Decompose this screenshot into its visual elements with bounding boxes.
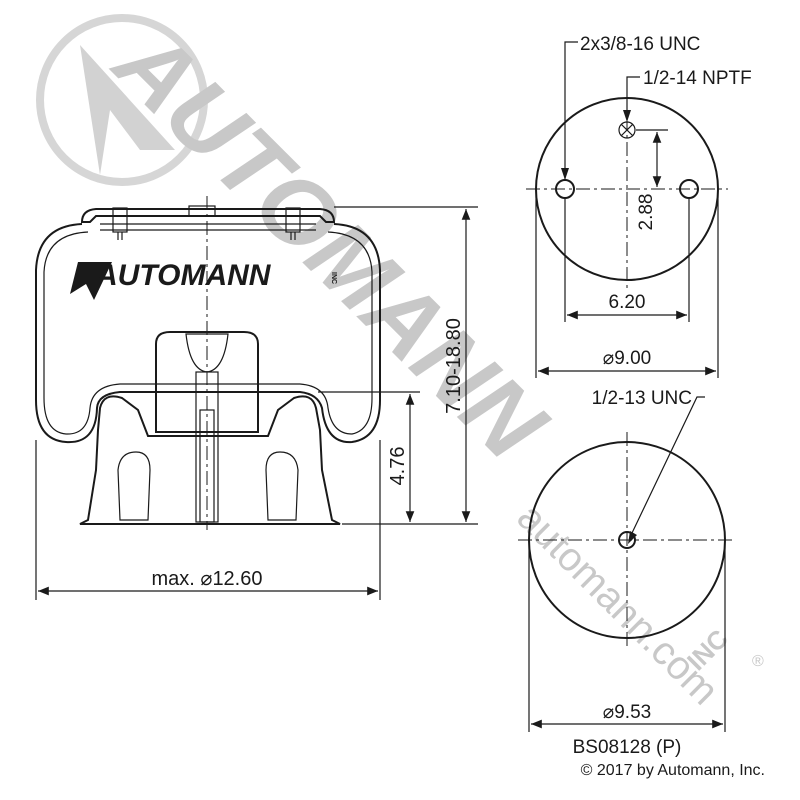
- side-view: AUTOMANN INC 7.10-18.80 4.76 max. ⌀12.60: [35, 196, 478, 600]
- bolt-callout-label: 1/2-13 UNC: [592, 388, 692, 409]
- offset-label: 2.88: [636, 194, 657, 231]
- air-fitting-callout-label: 1/2-14 NPTF: [643, 68, 752, 89]
- piston: [79, 395, 341, 525]
- top-diameter-label: ⌀9.00: [603, 348, 651, 369]
- studs-callout-label: 2x3/8-16 UNC: [580, 34, 700, 55]
- automann-logo: AUTOMANN INC: [70, 259, 337, 300]
- bottom-diameter-label: ⌀9.53: [603, 702, 651, 723]
- watermark: AUTOMANN automann.com INC ®: [36, 8, 764, 713]
- bumper: [155, 331, 259, 433]
- bead-plate: [80, 208, 336, 223]
- watermark-brand-text: AUTOMANN: [94, 8, 567, 481]
- piston-height-label: 4.76: [387, 447, 409, 486]
- watermark-reg-mark: ®: [752, 653, 764, 670]
- part-number: BS08128 (P): [573, 737, 682, 758]
- stud-left: [112, 207, 128, 233]
- logo-mark: INC: [330, 272, 337, 284]
- stud-spacing-label: 6.20: [609, 292, 646, 313]
- logo-text: AUTOMANN: [95, 259, 272, 292]
- top-view: 2x3/8-16 UNC 1/2-14 NPTF 2.88 6.20 ⌀9.00: [526, 34, 752, 378]
- watermark-arrow-icon: [80, 45, 175, 175]
- max-diameter-label: max. ⌀12.60: [152, 568, 263, 590]
- watermark-seal: [36, 14, 208, 186]
- height-range-label: 7.10-18.80: [443, 318, 465, 414]
- logo-arrow-icon: [70, 262, 112, 300]
- watermark-url-text: automann.com: [509, 495, 727, 713]
- bellows: [35, 223, 381, 444]
- copyright: © 2017 by Automann, Inc.: [581, 762, 765, 779]
- bolt-hole: [618, 531, 636, 549]
- stud-right: [285, 207, 301, 233]
- bottom-view: 1/2-13 UNC ⌀9.53: [518, 388, 736, 732]
